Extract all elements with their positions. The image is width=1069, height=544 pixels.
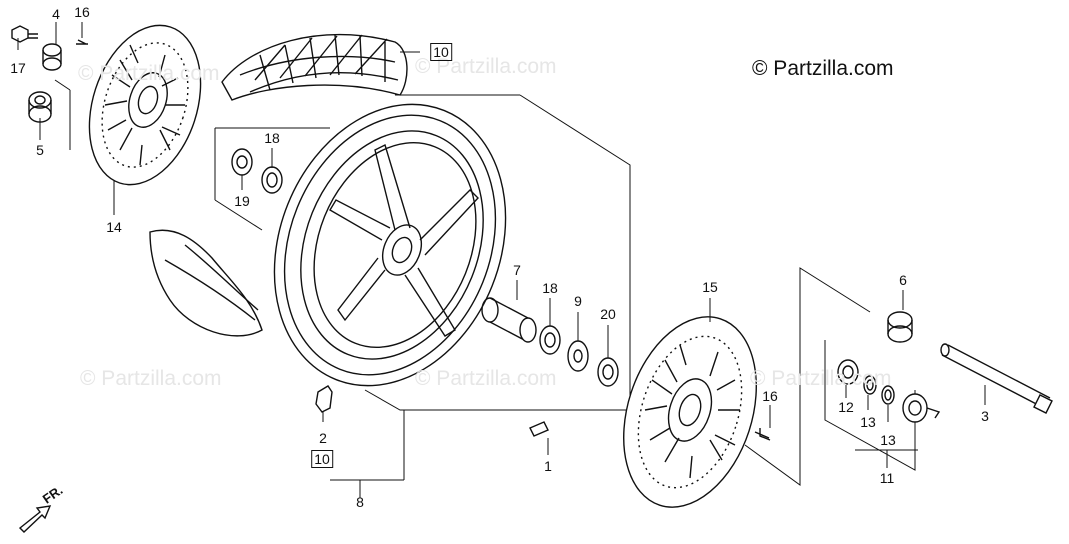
bolt-16a [76,39,88,45]
callout-5: 5 [36,142,44,158]
callout-13b: 13 [880,432,896,448]
watermark-3: © Partzilla.com [80,367,222,390]
speedo-gear-11 [902,393,941,423]
bearing-18b [539,325,561,355]
fr-arrow-icon [18,505,52,533]
watermark-5: © Partzilla.com [750,367,892,390]
seal-19 [231,148,253,176]
callout-3: 3 [981,408,989,424]
watermark-4: © Partzilla.com [415,367,557,390]
valve-2 [315,385,333,413]
nut-12 [837,359,859,385]
wheel-rim [273,103,507,387]
callout-11: 11 [879,470,895,486]
callout-4: 4 [52,6,60,22]
washer-13a [863,375,877,395]
rim-band-top [221,33,408,101]
gear-9 [567,340,589,372]
bearing-18a [261,166,283,194]
callout-17: 17 [10,60,26,76]
bolt-16b [754,428,771,441]
spacer-6 [887,311,913,343]
brake-disc-right [623,316,757,508]
callout-8: 8 [356,494,364,510]
callout-9: 9 [574,293,582,309]
brake-disc-left [88,24,202,186]
collar-4 [42,43,62,71]
spacer-5 [28,91,52,123]
callout-18b: 18 [542,280,558,296]
callout-18a: 18 [264,130,280,146]
watermark-1: © Partzilla.com [78,62,220,85]
washer-13b [881,385,895,405]
leader-lines [17,22,986,498]
callout-7: 7 [513,262,521,278]
copyright-text: © Partzilla.com [752,57,894,80]
callout-15: 15 [702,279,718,295]
callout-16a: 16 [74,4,90,20]
callout-19: 19 [234,193,250,209]
callout-10a: 10 [430,43,452,61]
callout-13a: 13 [860,414,876,430]
rim-band-bottom [149,229,263,337]
callout-14: 14 [106,219,122,235]
seal-20 [597,357,619,387]
callout-10b: 10 [311,450,333,468]
callout-20: 20 [600,306,616,322]
spacer-7 [481,297,537,343]
callout-1: 1 [544,458,552,474]
clip-1 [529,421,549,437]
bolt-17 [11,25,38,43]
callout-12: 12 [838,399,854,415]
callout-6: 6 [899,272,907,288]
axle-3 [940,343,1053,414]
callout-16b: 16 [762,388,778,404]
callout-2: 2 [319,430,327,446]
